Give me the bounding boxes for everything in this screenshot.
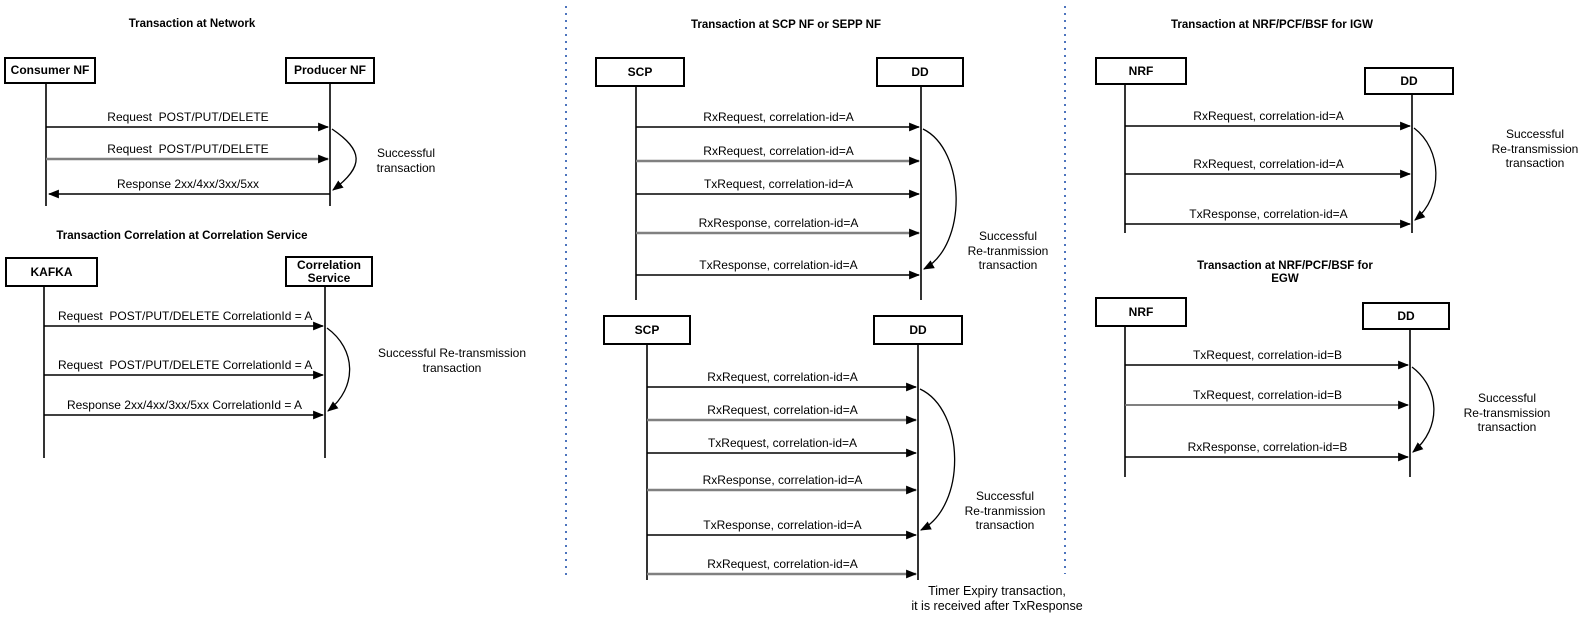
message-label: RxRequest, correlation-id=A <box>1193 157 1344 171</box>
annotation: Successful Re-transmission transaction <box>1463 391 1551 434</box>
retransmission-arc <box>326 327 351 412</box>
annotation: Successful Re-tranmission transaction <box>967 229 1049 272</box>
message-label: Request POST/PUT/DELETE <box>107 110 269 124</box>
message-label: RxRequest, correlation-id=A <box>1193 109 1344 123</box>
annotation: Successful Re-transmission transaction <box>1491 127 1579 170</box>
message-label: TxRequest, correlation-id=B <box>1192 388 1343 402</box>
message-label: Response 2xx/4xx/3xx/5xx CorrelationId =… <box>66 398 303 412</box>
actor-box: Consumer NF <box>4 57 96 84</box>
message-label: TxResponse, correlation-id=A <box>699 258 858 272</box>
panel-separator-right <box>1064 6 1066 574</box>
diagram-title: Transaction at NRF/PCF/BSF for IGW <box>1171 19 1373 31</box>
retransmission-arc <box>919 388 956 531</box>
message-label: Response 2xx/4xx/3xx/5xx <box>116 177 260 191</box>
message-label: Request POST/PUT/DELETE CorrelationId = … <box>58 358 313 372</box>
retransmission-arc <box>1411 366 1435 453</box>
actor-box: NRF <box>1095 57 1187 85</box>
retransmission-arc <box>922 128 957 270</box>
message-label: TxRequest, correlation-id=A <box>707 436 858 450</box>
actor-box: DD <box>1364 67 1454 95</box>
actor-box: SCP <box>595 57 685 87</box>
message-label: RxRequest, correlation-id=A <box>703 144 854 158</box>
message-label: RxRequest, correlation-id=A <box>707 403 858 417</box>
message-label: TxResponse, correlation-id=A <box>1189 207 1348 221</box>
actor-box: Correlation Service <box>285 256 373 287</box>
retransmission-arc <box>331 128 357 191</box>
actor-box: DD <box>876 57 964 87</box>
footnote: Timer Expiry transaction, it is received… <box>911 584 1083 613</box>
actor-box: KAFKA <box>5 257 98 287</box>
actor-box: DD <box>1362 302 1450 330</box>
diagram-title: Transaction at Network <box>128 18 256 30</box>
message-label: TxResponse, correlation-id=A <box>703 518 862 532</box>
message-label: RxResponse, correlation-id=A <box>698 216 859 230</box>
panel-separator-left <box>565 6 567 578</box>
message-label: Request POST/PUT/DELETE <box>107 142 269 156</box>
annotation: Successful Re-tranmission transaction <box>964 489 1046 532</box>
message-label: TxRequest, correlation-id=A <box>703 177 854 191</box>
message-label: Request POST/PUT/DELETE CorrelationId = … <box>58 309 313 323</box>
annotation: Successful Re-transmission transaction <box>377 346 527 375</box>
message-label: RxRequest, correlation-id=A <box>707 557 858 571</box>
message-label: RxResponse, correlation-id=A <box>702 473 863 487</box>
diagram-title: Transaction at SCP NF or SEPP NF <box>690 19 881 31</box>
actor-box: SCP <box>603 315 691 345</box>
retransmission-arc <box>1413 127 1437 221</box>
message-label: TxRequest, correlation-id=B <box>1192 348 1343 362</box>
annotation: Successful transaction <box>376 146 436 175</box>
message-label: RxRequest, correlation-id=A <box>703 110 854 124</box>
actor-box: DD <box>873 315 963 345</box>
message-label: RxResponse, correlation-id=B <box>1187 440 1348 454</box>
diagram-title: Transaction at NRF/PCF/BSF for EGW <box>1197 260 1373 285</box>
message-label: RxRequest, correlation-id=A <box>707 370 858 384</box>
actor-box: Producer NF <box>285 57 375 84</box>
diagram-title: Transaction Correlation at Correlation S… <box>56 230 308 242</box>
actor-box: NRF <box>1095 297 1187 327</box>
